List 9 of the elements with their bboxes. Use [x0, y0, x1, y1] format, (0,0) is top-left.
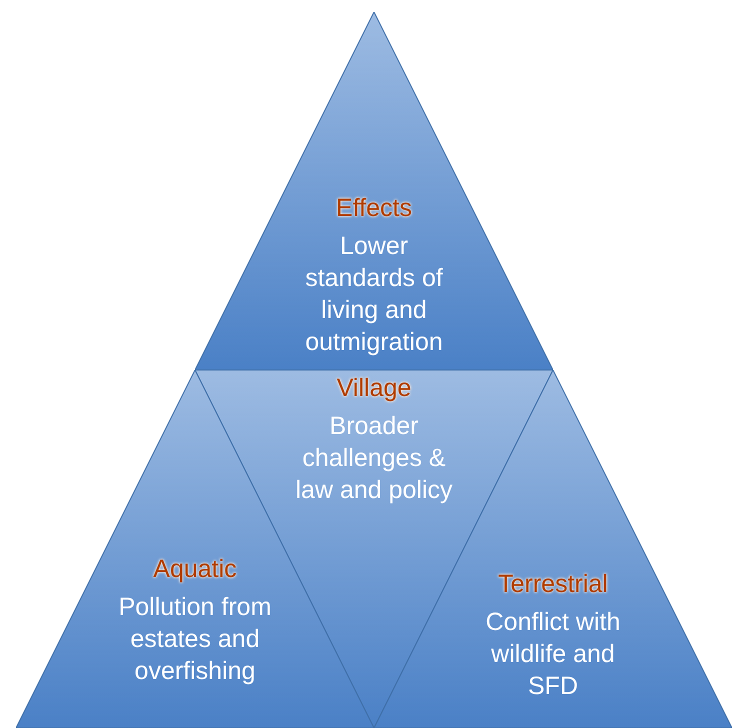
segment-heading: Effects	[335, 193, 413, 224]
segment-description: Lower standards of living and outmigration	[304, 231, 444, 358]
segment-description: Broader challenges & law and policy	[294, 411, 454, 506]
triangle-segment	[195, 12, 553, 370]
segment-description: Conflict with wildlife and SFD	[484, 607, 622, 702]
segment-heading: Terrestrial	[497, 569, 609, 600]
segment-heading: Village	[336, 373, 412, 404]
segment-heading: Aquatic	[152, 554, 238, 585]
segment-description: Pollution from estates and overfishing	[118, 592, 272, 687]
